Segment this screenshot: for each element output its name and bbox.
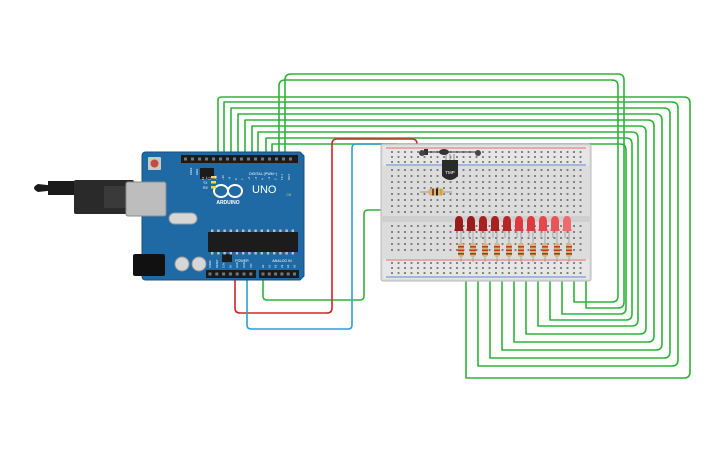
digital-pin-label: 2	[274, 178, 278, 180]
top-resistor[interactable]	[439, 149, 449, 155]
rx-label: RX	[203, 186, 209, 190]
on-label: ON	[286, 193, 292, 197]
led-9[interactable]	[550, 216, 560, 238]
gnd-label: GND	[195, 169, 199, 175]
brand-text: ARDUINO	[216, 200, 239, 206]
led-10[interactable]	[562, 216, 572, 238]
led-resistor-7[interactable]	[530, 238, 536, 262]
wire-green-6[interactable]	[251, 125, 647, 335]
digital-pin-label: 12	[208, 176, 212, 180]
wire-green-5[interactable]	[257, 131, 639, 327]
led-1[interactable]	[454, 216, 464, 238]
power-pin-label: 3.3V	[222, 262, 226, 268]
led-4[interactable]	[490, 216, 500, 238]
arduino-logo	[213, 184, 243, 198]
led-resistor-1[interactable]	[458, 238, 464, 262]
led-resistor-4[interactable]	[494, 238, 500, 262]
digital-pin-label: ~5	[254, 176, 258, 180]
sensor-label: TMP	[445, 170, 455, 175]
led-resistor-10[interactable]	[566, 238, 572, 262]
analog-pin-label: A0	[261, 264, 265, 268]
power-pin-label: RESET	[215, 259, 219, 268]
wire-green-3[interactable]	[271, 143, 627, 315]
digital-header-label: DIGITAL (PWM~)	[249, 172, 277, 176]
led-resistor-6[interactable]	[518, 238, 524, 262]
digital-pin-label: ~9	[227, 176, 231, 180]
top-components[interactable]	[419, 149, 481, 156]
tx-label: TX	[203, 181, 208, 185]
atmega-chip	[208, 232, 298, 252]
digital-pin-label: TX 1	[280, 174, 284, 180]
arduino-uno-board[interactable]: ARDUINO UNO ON L TX RX DIGITAL (PWM~) 13…	[34, 151, 305, 281]
wire-green-11[interactable]	[217, 96, 691, 379]
power-pin-label: GND	[235, 262, 239, 268]
wire-green-1[interactable]	[284, 73, 625, 309]
wire-green-10[interactable]	[223, 101, 679, 367]
wire-green-8[interactable]	[237, 113, 663, 351]
digital-pin-label: ~3	[267, 176, 271, 180]
led-resistor-2[interactable]	[470, 238, 476, 262]
analog-header[interactable]	[259, 270, 299, 278]
digital-pin-label: 4	[260, 178, 264, 180]
wire-green-a0[interactable]	[262, 196, 451, 301]
l-label: L	[206, 176, 208, 180]
probe-left[interactable]	[419, 150, 425, 156]
digital-pin-label: ~6	[247, 176, 251, 180]
led-resistor-3[interactable]	[482, 238, 488, 262]
wire-5v[interactable]	[234, 138, 418, 314]
power-pin-label: 5V	[228, 265, 232, 268]
digital-pin-label: ~10	[221, 175, 225, 180]
analog-pin-label: A4	[286, 264, 290, 268]
aref-label: AREF	[189, 167, 193, 175]
led-5[interactable]	[502, 216, 512, 238]
led-3[interactable]	[478, 216, 488, 238]
led-array[interactable]	[454, 216, 573, 262]
digital-pin-label: 8	[234, 178, 238, 180]
power-pin-label: VIN	[249, 264, 253, 268]
digital-pin-label: 7	[241, 178, 245, 180]
power-pin-label: GND	[242, 262, 246, 268]
power-pin-label: IOREF	[208, 260, 212, 268]
temperature-sensor[interactable]: TMP	[442, 154, 458, 180]
digital-pin-label: ~11	[214, 175, 218, 180]
wire-green-7[interactable]	[244, 119, 655, 343]
led-resistor-8[interactable]	[542, 238, 548, 262]
wire-green-4[interactable]	[265, 137, 633, 321]
wire-green-2[interactable]	[278, 79, 619, 303]
resistor[interactable]	[420, 188, 452, 196]
led-resistor-5[interactable]	[506, 238, 512, 262]
digital-header[interactable]	[181, 155, 298, 163]
led-2[interactable]	[466, 216, 476, 238]
model-text: UNO	[252, 184, 277, 196]
analog-header-label: ANALOG IN	[272, 259, 292, 263]
analog-pin-label: A3	[280, 264, 284, 268]
analog-pin-label: A5	[293, 264, 297, 268]
led-7[interactable]	[526, 216, 536, 238]
analog-pin-label: A1	[267, 264, 271, 268]
breadboard[interactable]	[380, 143, 592, 282]
analog-pin-label: A2	[274, 264, 278, 268]
probe-right[interactable]	[475, 150, 481, 156]
power-header-label: POWER	[235, 259, 249, 263]
led-6[interactable]	[514, 216, 524, 238]
digital-pin-label: RX 0	[287, 173, 291, 180]
digital-pin-label: 13	[201, 176, 205, 180]
led-resistor-9[interactable]	[554, 238, 560, 262]
wire-green-9[interactable]	[230, 107, 671, 359]
led-8[interactable]	[538, 216, 548, 238]
